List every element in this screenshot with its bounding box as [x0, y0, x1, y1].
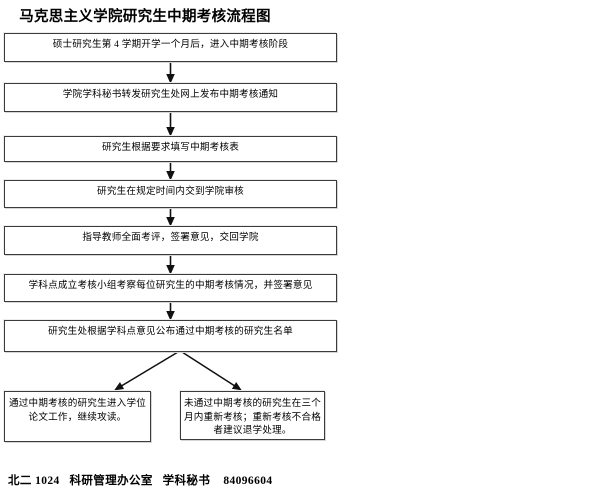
flow-node-outcome-fail[interactable]: 未通过中期考核的研究生在三个 月内重新考核；重新考核不合格 者建议退学处理。 [180, 391, 325, 440]
flow-node-step-1[interactable]: 硕士研究生第 4 学期开学一个月后，进入中期考核阶段 [4, 33, 337, 62]
flow-node-step-6[interactable]: 学科点成立考核小组考察每位研究生的中期考核情况，并签署意见 [4, 274, 337, 302]
edge-step7-outcome-fail [181, 351, 242, 391]
flow-node-label: 学院学科秘书转发研究生处网上发布中期考核通知 [62, 89, 279, 100]
flow-node-label: 未通过中期考核的研究生在三个 月内重新考核；重新考核不合格 者建议退学处理。 [183, 398, 322, 436]
flow-node-label: 学科点成立考核小组考察每位研究生的中期考核情况，并签署意见 [28, 280, 313, 291]
flow-node-label: 研究生处根据学科点意见公布通过中期考核的研究生名单 [48, 326, 293, 337]
flow-node-step-7[interactable]: 研究生处根据学科点意见公布通过中期考核的研究生名单 [4, 320, 337, 352]
flow-node-label: 硕士研究生第 4 学期开学一个月后，进入中期考核阶段 [52, 39, 289, 50]
footer-contact-info: 北二 1024 科研管理办公室 学科秘书 84096604 [8, 475, 273, 487]
flow-node-outcome-pass[interactable]: 通过中期考核的研究生进入学位 论文工作，继续攻读。 [4, 391, 151, 442]
flow-node-label: 研究生在规定时间内交到学院审核 [97, 186, 244, 197]
flow-node-step-4[interactable]: 研究生在规定时间内交到学院审核 [4, 180, 337, 208]
flow-node-step-5[interactable]: 指导教师全面考评，签署意见，交回学院 [4, 226, 337, 255]
edge-step7-outcome-pass [114, 351, 179, 391]
page-title: 马克思主义学院研究生中期考核流程图 [19, 9, 271, 25]
flow-node-step-3[interactable]: 研究生根据要求填写中期考核表 [4, 136, 337, 162]
flow-node-label: 指导教师全面考评，签署意见，交回学院 [82, 232, 259, 243]
flow-node-step-2[interactable]: 学院学科秘书转发研究生处网上发布中期考核通知 [4, 83, 337, 112]
flow-node-label: 研究生根据要求填写中期考核表 [101, 142, 240, 153]
flow-node-label: 通过中期考核的研究生进入学位 论文工作，继续攻读。 [8, 398, 147, 423]
